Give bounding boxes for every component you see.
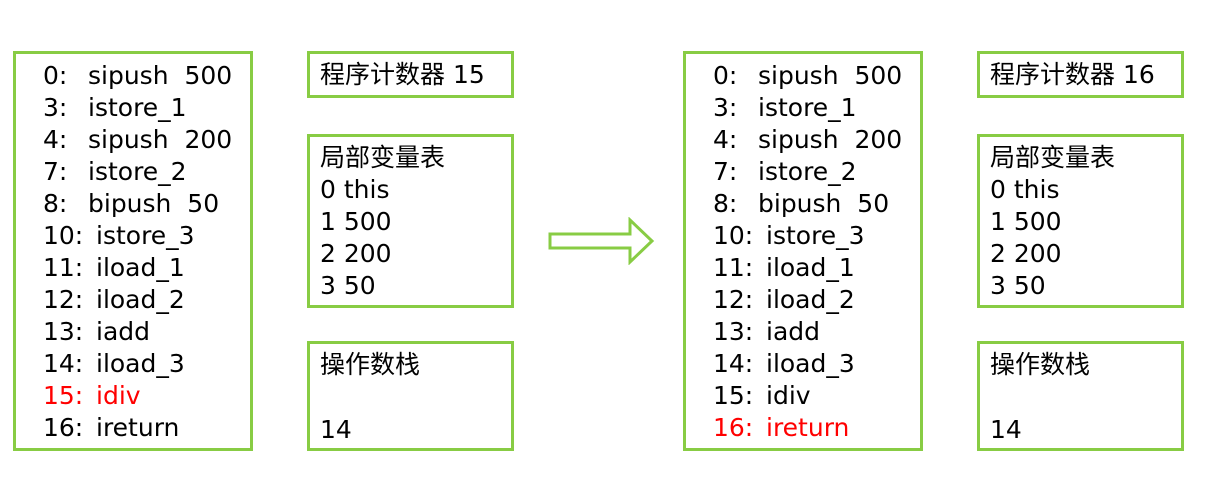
bytecode-line: 4: sipush 200	[713, 124, 920, 156]
bytecode-line: 8: bipush 50	[43, 188, 250, 220]
local-variable-row: 2 200	[320, 239, 392, 268]
bytecode-instruction: iload_1	[766, 253, 855, 282]
program-counter-label: 程序计数器 15	[320, 60, 485, 89]
program-counter-box: 程序计数器 15	[307, 51, 514, 98]
bytecode-offset: 0:	[713, 61, 738, 90]
bytecode-line: 7: istore_2	[43, 156, 250, 188]
local-variable-row: 0 this	[320, 175, 390, 204]
program-counter-box: 程序计数器 16	[977, 51, 1184, 98]
bytecode-instruction: istore_2	[758, 157, 857, 186]
bytecode-offset: 0:	[43, 61, 68, 90]
bytecode-line: 11: iload_1	[713, 252, 920, 284]
bytecode-offset: 7:	[713, 157, 738, 186]
bytecode-instruction: bipush 50	[88, 189, 220, 218]
local-variable-row: 2 200	[990, 239, 1062, 268]
bytecode-instruction: ireturn	[96, 413, 180, 442]
operand-stack-value: 14	[990, 415, 1022, 444]
operand-stack-title: 操作数栈	[990, 350, 1091, 379]
bytecode-offset: 11:	[713, 253, 754, 282]
bytecode-instruction: istore_3	[766, 221, 865, 250]
bytecode-line: 8: bipush 50	[713, 188, 920, 220]
bytecode-line: 10: istore_3	[43, 220, 250, 252]
bytecode-offset: 11:	[43, 253, 84, 282]
bytecode-offset: 10:	[43, 221, 84, 250]
bytecode-offset: 4:	[43, 125, 68, 154]
bytecode-instruction: sipush 200	[758, 125, 903, 154]
bytecode-offset: 4:	[713, 125, 738, 154]
local-variable-row: 3 50	[320, 271, 376, 300]
bytecode-offset: 7:	[43, 157, 68, 186]
local-variable-table-title: 局部变量表	[990, 143, 1116, 172]
operand-stack-box: 操作数栈 14	[307, 341, 514, 451]
bytecode-offset: 14:	[713, 349, 754, 378]
bytecode-instruction: istore_1	[758, 93, 857, 122]
operand-stack-title: 操作数栈	[320, 350, 421, 379]
bytecode-line: 14: iload_3	[43, 348, 250, 380]
operand-stack-box: 操作数栈 14	[977, 341, 1184, 451]
bytecode-box: 0: sipush 500 3: istore_1 4: sipush 200 7: isto…	[13, 51, 253, 451]
bytecode-line: 0: sipush 500	[43, 60, 250, 92]
bytecode-instruction: istore_1	[88, 93, 187, 122]
bytecode-instruction: sipush 500	[758, 61, 903, 90]
bytecode-line: 14: iload_3	[713, 348, 920, 380]
local-variable-row: 1 500	[990, 207, 1062, 236]
bytecode-line: 12: iload_2	[713, 284, 920, 316]
bytecode-line: 0: sipush 500	[713, 60, 920, 92]
bytecode-line: 12: iload_2	[43, 284, 250, 316]
local-variable-table-box: 局部变量表 0 this 1 500 2 200 3 50	[307, 134, 514, 308]
local-variable-table-box: 局部变量表 0 this 1 500 2 200 3 50	[977, 134, 1184, 308]
program-counter-label: 程序计数器 16	[990, 60, 1155, 89]
bytecode-instruction: iload_3	[766, 349, 855, 378]
local-variable-table-title: 局部变量表	[320, 143, 446, 172]
bytecode-instruction: istore_2	[88, 157, 187, 186]
bytecode-instruction: iload_3	[96, 349, 185, 378]
bytecode-instruction: iadd	[96, 317, 151, 346]
bytecode-line-current: 15: idiv	[43, 380, 250, 412]
bytecode-line: 11: iload_1	[43, 252, 250, 284]
bytecode-offset: 3:	[713, 93, 738, 122]
bytecode-instruction: iload_2	[766, 285, 855, 314]
bytecode-offset: 13:	[43, 317, 84, 346]
bytecode-offset: 14:	[43, 349, 84, 378]
bytecode-offset: 10:	[713, 221, 754, 250]
bytecode-instruction: bipush 50	[758, 189, 890, 218]
bytecode-offset: 16:	[43, 413, 84, 442]
bytecode-offset: 12:	[713, 285, 754, 314]
bytecode-instruction: sipush 500	[88, 61, 233, 90]
bytecode-offset: 15:	[713, 381, 754, 410]
bytecode-instruction: iload_2	[96, 285, 185, 314]
bytecode-instruction: ireturn	[766, 413, 850, 442]
bytecode-instruction: istore_3	[96, 221, 195, 250]
bytecode-instruction: sipush 200	[88, 125, 233, 154]
bytecode-line: 13: iadd	[43, 316, 250, 348]
bytecode-offset: 16:	[713, 413, 754, 442]
bytecode-instruction: iadd	[766, 317, 821, 346]
operand-stack-value: 14	[320, 415, 352, 444]
bytecode-line: 13: iadd	[713, 316, 920, 348]
bytecode-line: 7: istore_2	[713, 156, 920, 188]
local-variable-row: 0 this	[990, 175, 1060, 204]
bytecode-line: 15: idiv	[713, 380, 920, 412]
bytecode-instruction: idiv	[96, 381, 141, 410]
bytecode-offset: 15:	[43, 381, 84, 410]
bytecode-line: 16: ireturn	[43, 412, 250, 444]
transition-arrow-icon	[548, 217, 655, 265]
bytecode-instruction: idiv	[766, 381, 811, 410]
bytecode-offset: 8:	[43, 189, 68, 218]
bytecode-line: 3: istore_1	[713, 92, 920, 124]
bytecode-instruction: iload_1	[96, 253, 185, 282]
bytecode-offset: 13:	[713, 317, 754, 346]
bytecode-offset: 12:	[43, 285, 84, 314]
bytecode-line: 4: sipush 200	[43, 124, 250, 156]
bytecode-line: 10: istore_3	[713, 220, 920, 252]
bytecode-line-current: 16: ireturn	[713, 412, 920, 444]
local-variable-row: 1 500	[320, 207, 392, 236]
bytecode-box: 0: sipush 500 3: istore_1 4: sipush 200 7: isto…	[683, 51, 923, 451]
bytecode-offset: 8:	[713, 189, 738, 218]
bytecode-line: 3: istore_1	[43, 92, 250, 124]
local-variable-row: 3 50	[990, 271, 1046, 300]
bytecode-offset: 3:	[43, 93, 68, 122]
